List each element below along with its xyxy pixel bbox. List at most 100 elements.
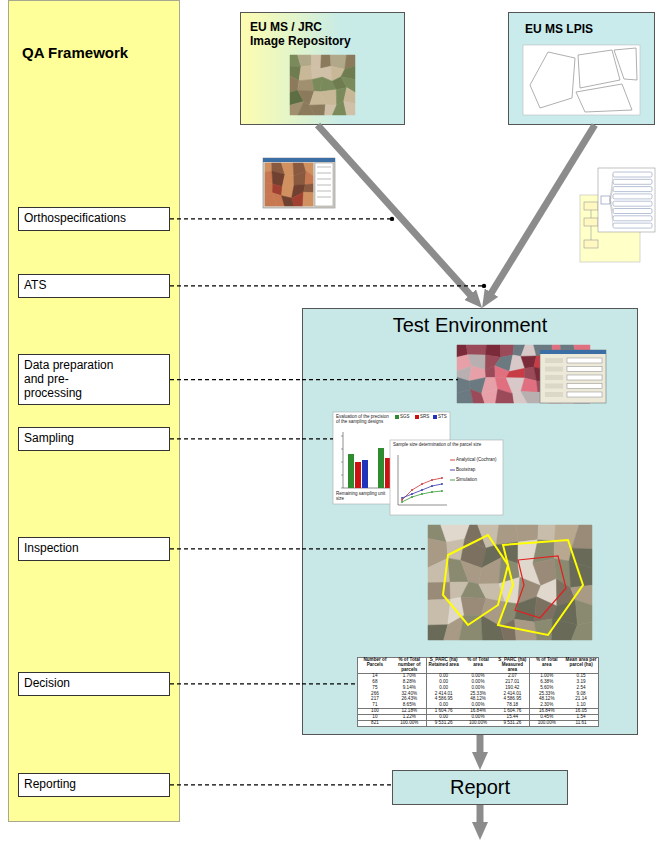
chart-point [431, 479, 433, 481]
inspection-image [428, 525, 592, 640]
field-patch [485, 366, 495, 378]
dialog-field [567, 384, 602, 389]
schema-attribute [613, 201, 652, 206]
field-patch [575, 600, 592, 625]
field-patch [265, 171, 273, 184]
field-patch [294, 171, 306, 185]
dialog-caption [545, 367, 563, 372]
table-cell: 78.18 [495, 703, 529, 708]
table-cell: Mean area per parcel (ha) [564, 658, 598, 673]
field-patch [305, 171, 313, 185]
chart-axis [398, 455, 399, 505]
table-cell: 48.12% [461, 697, 495, 702]
table-cell: 11.61 [564, 721, 598, 726]
dialog-window [540, 350, 606, 403]
field-patch [299, 65, 312, 80]
schema-attribute [613, 216, 652, 221]
orthophoto [290, 55, 355, 115]
box-label: EU MS LPIS [525, 22, 638, 36]
field-patch [428, 582, 451, 600]
table-cell: 0.00% [461, 685, 495, 690]
field-patch [572, 622, 592, 640]
table-cell: 75 [358, 685, 392, 690]
label-box: Evaluation of the precision of the sampl… [336, 414, 392, 424]
label-box: Simulation [456, 477, 503, 482]
table-cell: 1 604.76 [427, 709, 461, 714]
dialog-field [567, 375, 602, 380]
table-cell: 16.84% [461, 709, 495, 714]
table-cell: 2.30% [530, 703, 564, 708]
field-patch [538, 525, 556, 541]
table-cell: 0.00 [427, 703, 461, 708]
measured-boundary [515, 556, 566, 618]
dialog-field [567, 358, 602, 363]
schema-link [591, 226, 592, 240]
field-patch [344, 101, 355, 115]
decision-table: Number of Parcels% of Total number of pa… [357, 657, 599, 727]
chart-text: STS [438, 414, 452, 419]
schema-link [610, 196, 613, 200]
schema-attribute [613, 223, 652, 228]
table-cell: 14 [358, 674, 392, 679]
qa-step-box: Data preparation and pre-processing [18, 354, 170, 405]
chart-text: Simulation [456, 477, 503, 482]
table-cell: 4 586.95 [495, 697, 529, 702]
chart-point [421, 493, 423, 495]
dialog-titlebar [540, 350, 606, 354]
schema-class [584, 218, 598, 226]
table-cell: 2.07 [495, 674, 529, 679]
chart-text: Bootstrap [456, 467, 503, 472]
table-cell: 190.42 [495, 685, 529, 690]
chart-text: SRS [420, 414, 436, 419]
leader-line [170, 285, 482, 286]
table-cell: 1 604.76 [495, 709, 529, 714]
chart-point [401, 497, 403, 499]
table-cell: 217 [358, 697, 392, 702]
axis-tick [341, 488, 343, 489]
chart-point [401, 501, 403, 503]
box-label: ATS [24, 279, 164, 293]
table-cell: 100.00% [530, 721, 564, 726]
field-patch [516, 525, 538, 542]
table-cell: 12.18% [392, 709, 426, 714]
chart-axis [343, 432, 344, 488]
framework-band: QA FrameworkOrthospecificationsATSData p… [8, 0, 180, 822]
dialog-caption [545, 392, 563, 397]
chart-text: Analytical (Cochran) [456, 457, 503, 462]
schema-link [610, 175, 613, 201]
leader-line [302, 438, 333, 439]
parcel-outline [530, 52, 575, 108]
field-patch [482, 389, 498, 403]
flow-arrow [318, 125, 475, 299]
chart-text: SGS [400, 414, 418, 419]
dialog-caption [545, 358, 563, 363]
field-patch [428, 599, 451, 625]
table-cell: 0.00 [427, 685, 461, 690]
axis-tick [341, 436, 343, 437]
chart-legend-line [450, 470, 455, 471]
parcel-boundary [443, 535, 508, 625]
table-cell: 2 414.01 [427, 691, 461, 696]
qa-step-box: Sampling [18, 427, 170, 451]
schema-attribute [613, 179, 652, 184]
chart-point [401, 499, 403, 501]
field-patch [282, 185, 294, 198]
flow-arrow [477, 805, 484, 828]
panel-line [317, 167, 331, 168]
table-cell: 100.00% [392, 721, 426, 726]
chart-legend-swatch [415, 415, 419, 419]
schema-link [610, 200, 613, 218]
table-cell: 821 [358, 721, 392, 726]
leader-line [302, 683, 357, 684]
table-cell: Number of Parcels [358, 658, 392, 673]
table-cell: 8.28% [392, 679, 426, 684]
label-box: SGS [400, 414, 418, 419]
chart-point [421, 489, 423, 491]
table-cell: 71 [358, 703, 392, 708]
schema-attribute [613, 209, 652, 214]
table-cell: 68 [358, 679, 392, 684]
window-titlebar [263, 158, 335, 162]
field-patch [265, 183, 273, 195]
schema-class [601, 196, 610, 204]
